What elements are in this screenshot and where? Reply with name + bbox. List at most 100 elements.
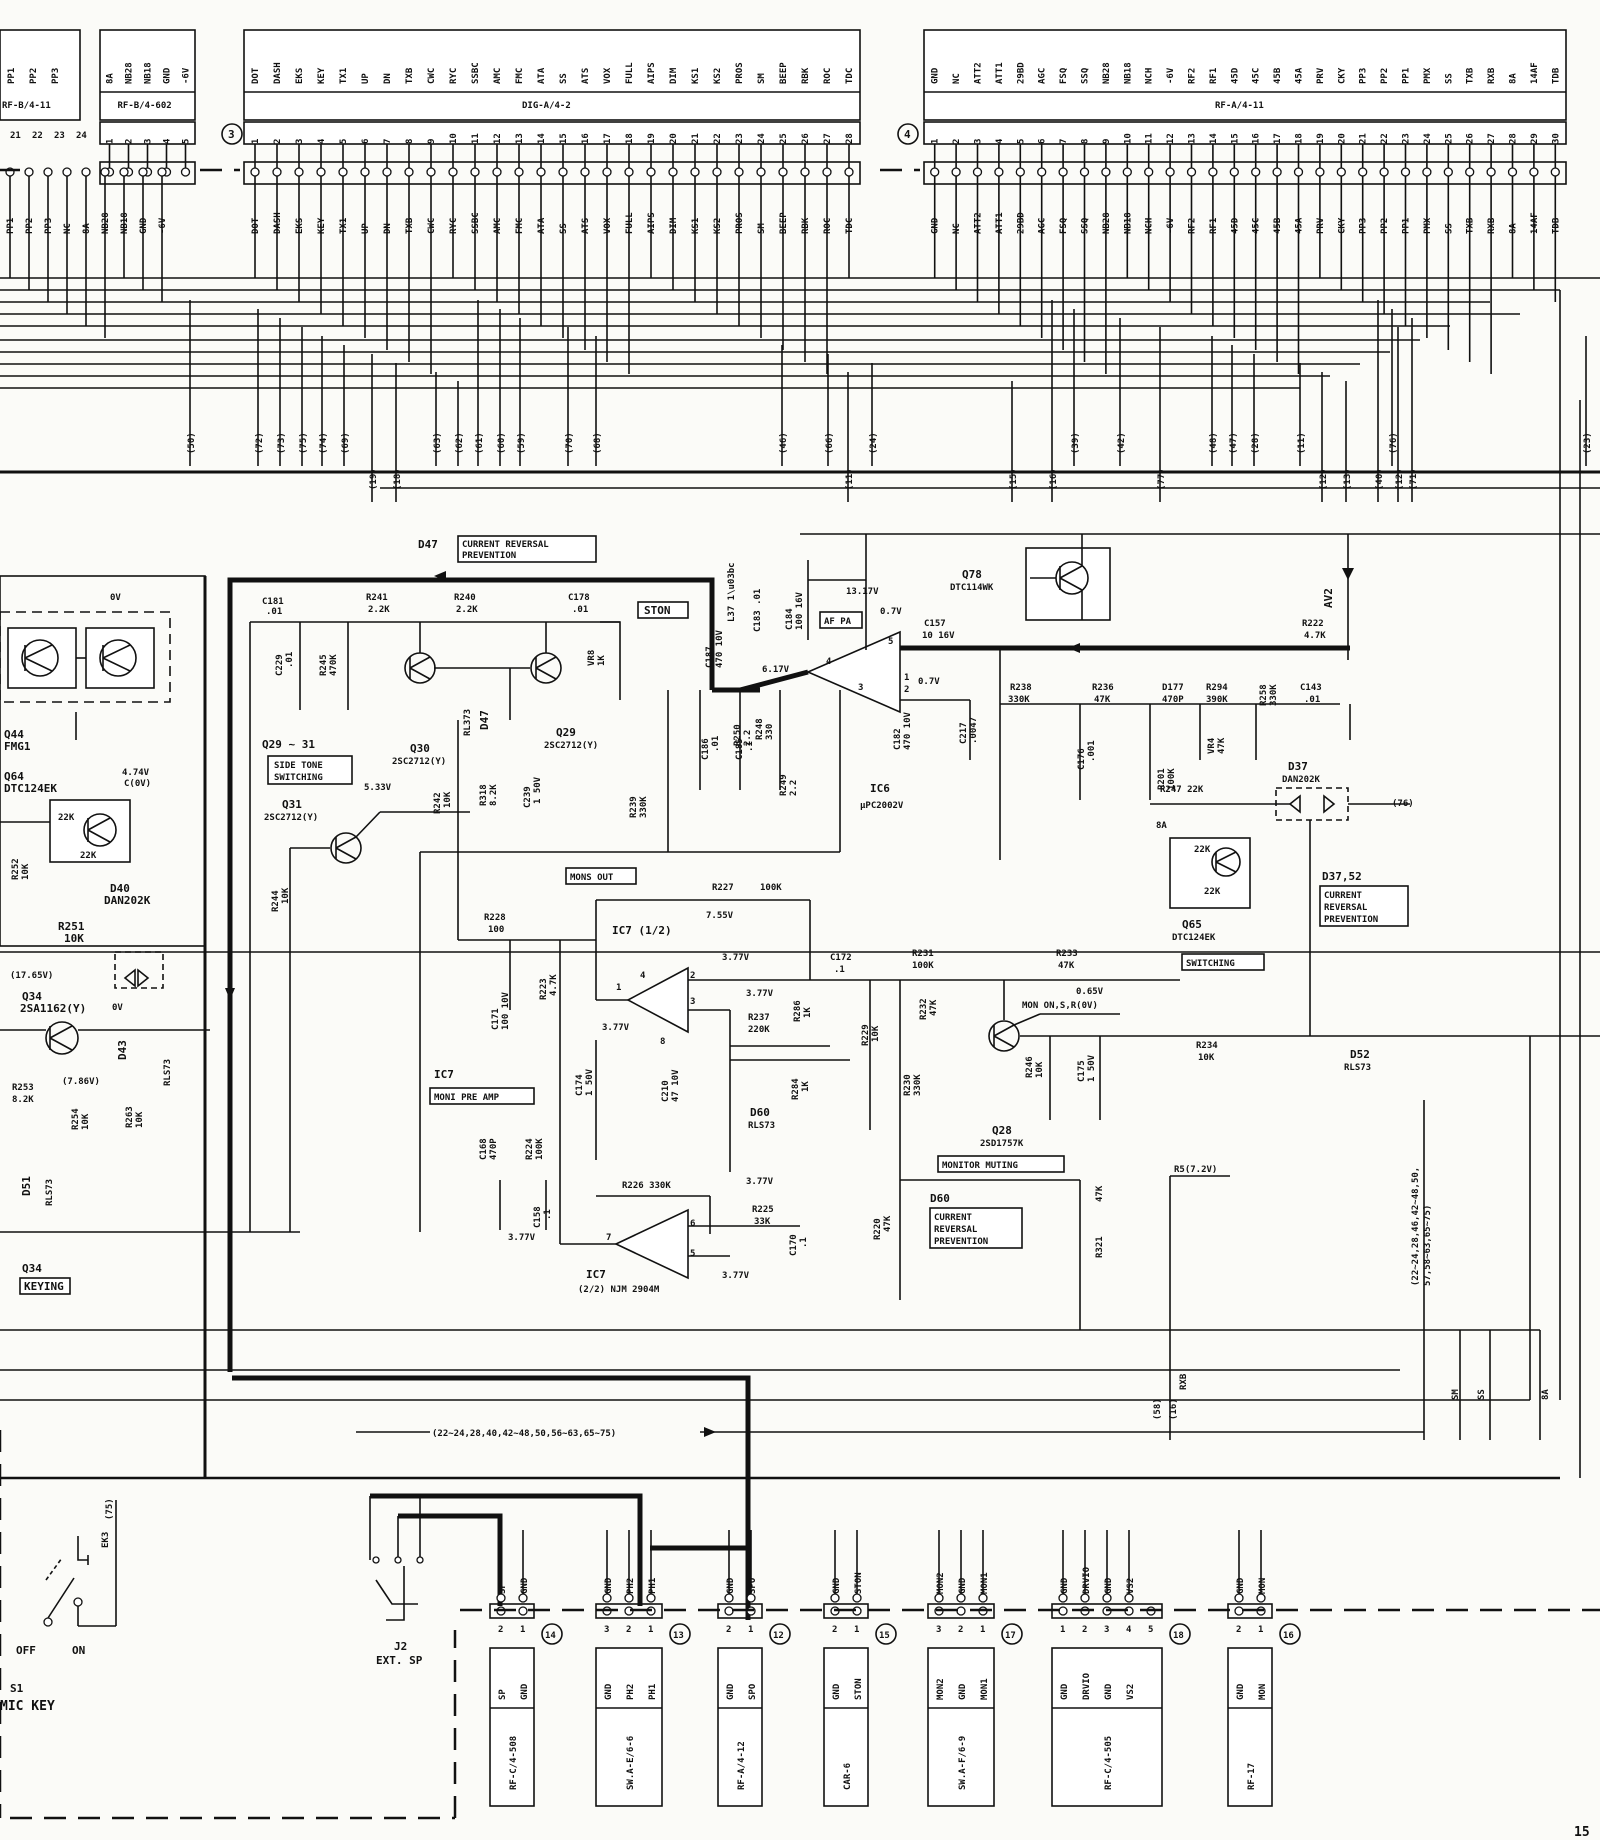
connector-pin-label: NB18 — [1123, 62, 1133, 84]
r294: R294 — [1206, 683, 1228, 693]
connector-pin — [1358, 167, 1368, 177]
connector-id-circle — [769, 1623, 791, 1645]
connector-pin-label: RF2 — [1188, 218, 1198, 234]
pin-number: 5 — [339, 139, 349, 144]
mon-on: MON ON,S,R(0V) — [1022, 1001, 1098, 1011]
side-tone-2: SWITCHING — [274, 773, 323, 783]
connector-pin-row — [923, 121, 1567, 145]
d177: D177 — [1162, 683, 1184, 693]
left-top-connector — [0, 29, 81, 121]
svg-text:10K: 10K — [871, 1025, 881, 1042]
svg-text:100K: 100K — [535, 1138, 545, 1160]
connector-pin — [1015, 167, 1025, 177]
svg-text:100K: 100K — [1167, 768, 1177, 790]
connector-pin-label: 45B — [1273, 217, 1283, 234]
connector-pin — [972, 167, 983, 177]
svg-text:2: 2 — [904, 685, 909, 695]
bottom-pin-number: 2 — [726, 1625, 731, 1635]
connector-pin-label: GND — [931, 67, 941, 84]
r236: R236 — [1092, 683, 1114, 693]
pin-number: 16 — [1252, 133, 1262, 144]
d47-label: D47 — [478, 710, 491, 730]
cur-rev2-2: REVERSAL — [934, 1225, 978, 1235]
pin-number: 11 — [471, 133, 481, 144]
wire-ref-label: (16) — [1049, 468, 1059, 490]
wire-ref-label: (19) — [369, 468, 379, 490]
connector-pin-label: 45C — [1252, 68, 1262, 84]
connector-pin — [272, 167, 282, 177]
pin-number: 2 — [273, 139, 283, 144]
svg-text:C182: C182 — [893, 728, 903, 750]
d60-label: D60 — [750, 1106, 770, 1119]
connector-pin-label: BEEP — [779, 212, 789, 234]
svg-text:R253: R253 — [12, 1083, 34, 1093]
moni-pre-box: MONI PRE AMP — [434, 1093, 500, 1103]
wire-ref-label: (12) — [1395, 468, 1405, 490]
connector-pin-label: CWC — [427, 68, 437, 84]
connector-pin-label: 29BD — [1016, 62, 1026, 84]
connector-pin-label: TDB — [1551, 67, 1561, 84]
connector-pin-label: NB28 — [125, 62, 135, 84]
connector-pin-label: BEEP — [779, 62, 789, 84]
connector-pin — [496, 1593, 506, 1603]
svg-text:390K: 390K — [1206, 695, 1228, 705]
connector-pin-label: FMC — [515, 68, 525, 84]
connector-pin-label: KS1 — [691, 218, 701, 234]
wire-ref-label: (28) — [1251, 432, 1261, 454]
connector-pin — [1208, 167, 1218, 177]
connector-pin-label: SSQ — [1081, 67, 1091, 84]
connector-pin — [978, 1593, 988, 1603]
pin-number: 27 — [823, 133, 833, 144]
svg-text:330: 330 — [765, 724, 775, 740]
svg-text:.1: .1 — [834, 965, 845, 975]
connector-pin-label: UP — [361, 73, 371, 84]
bottom-pin-number: 2 — [832, 1625, 837, 1635]
connector-pin-label: TXB — [1466, 67, 1476, 84]
svg-text:R201: R201 — [1157, 768, 1167, 790]
svg-text:.001: .001 — [1087, 740, 1097, 762]
d60-part: RLS73 — [748, 1121, 775, 1131]
connector-pin — [1400, 167, 1411, 177]
connector-pin — [1256, 1593, 1266, 1603]
connector-pin — [180, 167, 191, 177]
svg-text:7: 7 — [606, 1233, 611, 1243]
connector-pin — [1486, 167, 1496, 177]
svg-text:10K: 10K — [443, 791, 453, 808]
connector-pin — [382, 167, 392, 177]
bottom-board-box — [1051, 1647, 1163, 1807]
connector-pin-label: RBK — [801, 217, 811, 234]
d47-box-1: CURRENT REVERSAL — [462, 540, 549, 550]
s1-label: S1 — [10, 1682, 24, 1695]
connector-pin-label: TXB — [1466, 217, 1476, 234]
connector-pin — [1229, 167, 1239, 177]
pin-number: 8 — [1081, 139, 1091, 144]
connector-pin-label: FMC — [515, 218, 525, 234]
bottom-board-pin-label: MON1 — [980, 1678, 990, 1700]
connector-id-circle — [221, 123, 243, 145]
keying-box: KEYING — [24, 1280, 64, 1293]
ic6-part: μPC2002V — [860, 801, 904, 811]
connector-pin-label: 45C — [1252, 218, 1262, 234]
left-top-pin-label: PP3 — [51, 68, 61, 84]
connector-pin-label: NB28 — [1102, 212, 1112, 234]
connector-pin-label: PP1 — [1402, 68, 1412, 84]
pin-number: 9 — [427, 139, 437, 144]
pin-number: 18 — [625, 133, 635, 144]
wire-ref-label: (12) — [1319, 468, 1329, 490]
connector-pin-label: NCH — [1145, 218, 1155, 234]
connector-pin — [800, 167, 810, 177]
connector-header — [99, 29, 196, 121]
bottom-connector-top-label: PH2 — [626, 1578, 636, 1594]
bottom-pin-number: 1 — [748, 1625, 753, 1635]
bottom-board-pin-label: GND — [726, 1683, 736, 1700]
svg-text:1K: 1K — [597, 655, 607, 666]
svg-text:R244: R244 — [271, 890, 281, 912]
svg-text:22K: 22K — [58, 813, 75, 823]
r240: R240 — [454, 593, 476, 603]
pin-number: 22 — [1380, 133, 1390, 144]
connector-pin-label: AMC — [493, 218, 503, 234]
r247: R247 22K — [1160, 785, 1204, 795]
connector-pin-label: GND — [163, 67, 173, 84]
connector-pin-label: NB18 — [144, 62, 154, 84]
left-top-pin-bottom: NC — [63, 223, 73, 234]
